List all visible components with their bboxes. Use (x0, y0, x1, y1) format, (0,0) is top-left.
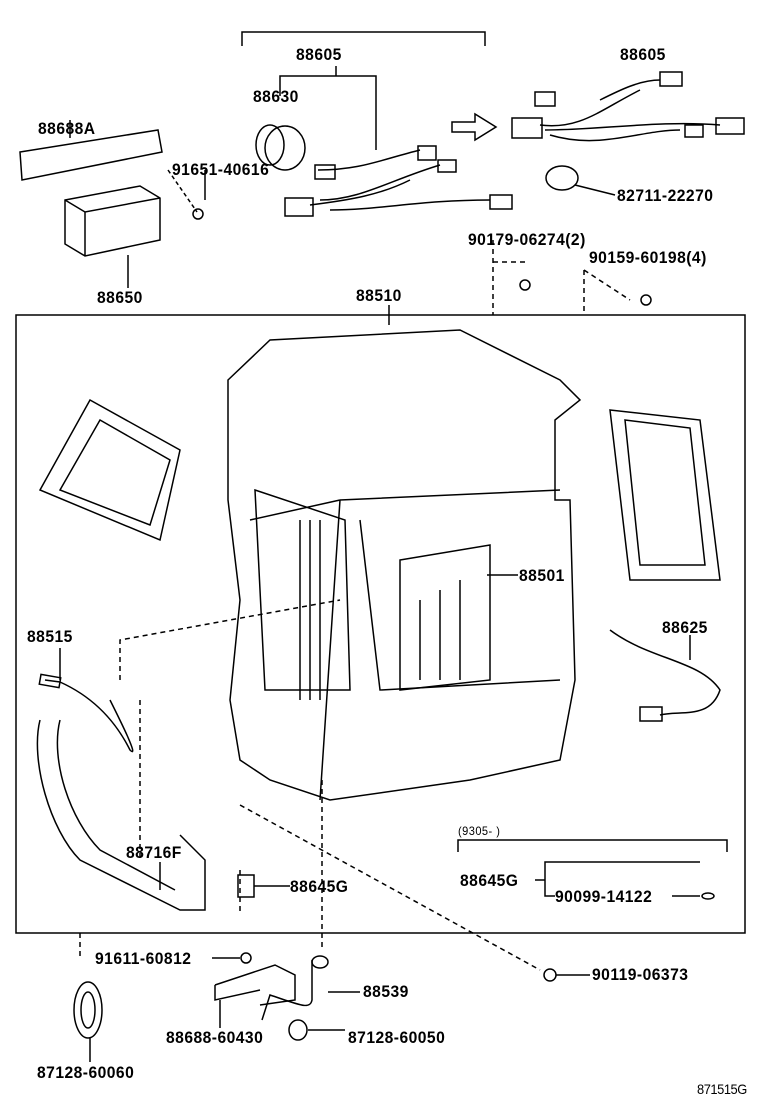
part-label-88605-alt: 88605 (620, 45, 666, 64)
part-label-88688A: 88688A (38, 119, 96, 138)
switch-leaders (535, 861, 700, 897)
part-label-88645G-variant: 88645G (460, 871, 519, 890)
part-label-88625: 88625 (662, 618, 708, 637)
part-label-88510: 88510 (356, 286, 402, 305)
variant-bracket (457, 839, 728, 852)
part-label-91611-60812: 91611-60812 (95, 949, 192, 968)
part-label-88650: 88650 (97, 288, 143, 307)
date-range-label: (9305- ) (458, 824, 501, 838)
part-label-90179-06274: 90179-06274(2) (468, 230, 586, 249)
part-label-90119-06373: 90119-06373 (592, 965, 689, 984)
part-label-87128-60050: 87128-60050 (348, 1028, 446, 1047)
part-label-88688-60430: 88688-60430 (166, 1028, 264, 1047)
part-label-88515: 88515 (27, 627, 73, 646)
part-label-90159-60198: 90159-60198(4) (589, 248, 707, 267)
part-label-90099-14122: 90099-14122 (555, 887, 653, 906)
assembly-frame (15, 314, 746, 934)
diagram-code: 871515G (697, 1081, 747, 1097)
part-label-88716F: 88716F (126, 843, 182, 862)
part-label-88605: 88605 (296, 45, 342, 64)
arrow-icon (451, 112, 498, 142)
part-label-88645G: 88645G (290, 877, 349, 896)
part-label-82711-22270: 82711-22270 (617, 186, 714, 205)
harness-bracket (241, 31, 486, 46)
part-label-88630: 88630 (253, 87, 299, 106)
part-label-88501: 88501 (519, 566, 565, 585)
part-label-88539: 88539 (363, 982, 409, 1001)
harness-leaders (279, 66, 377, 150)
part-label-91651-40616: 91651-40616 (172, 160, 270, 179)
part-label-87128-60060: 87128-60060 (37, 1063, 135, 1082)
